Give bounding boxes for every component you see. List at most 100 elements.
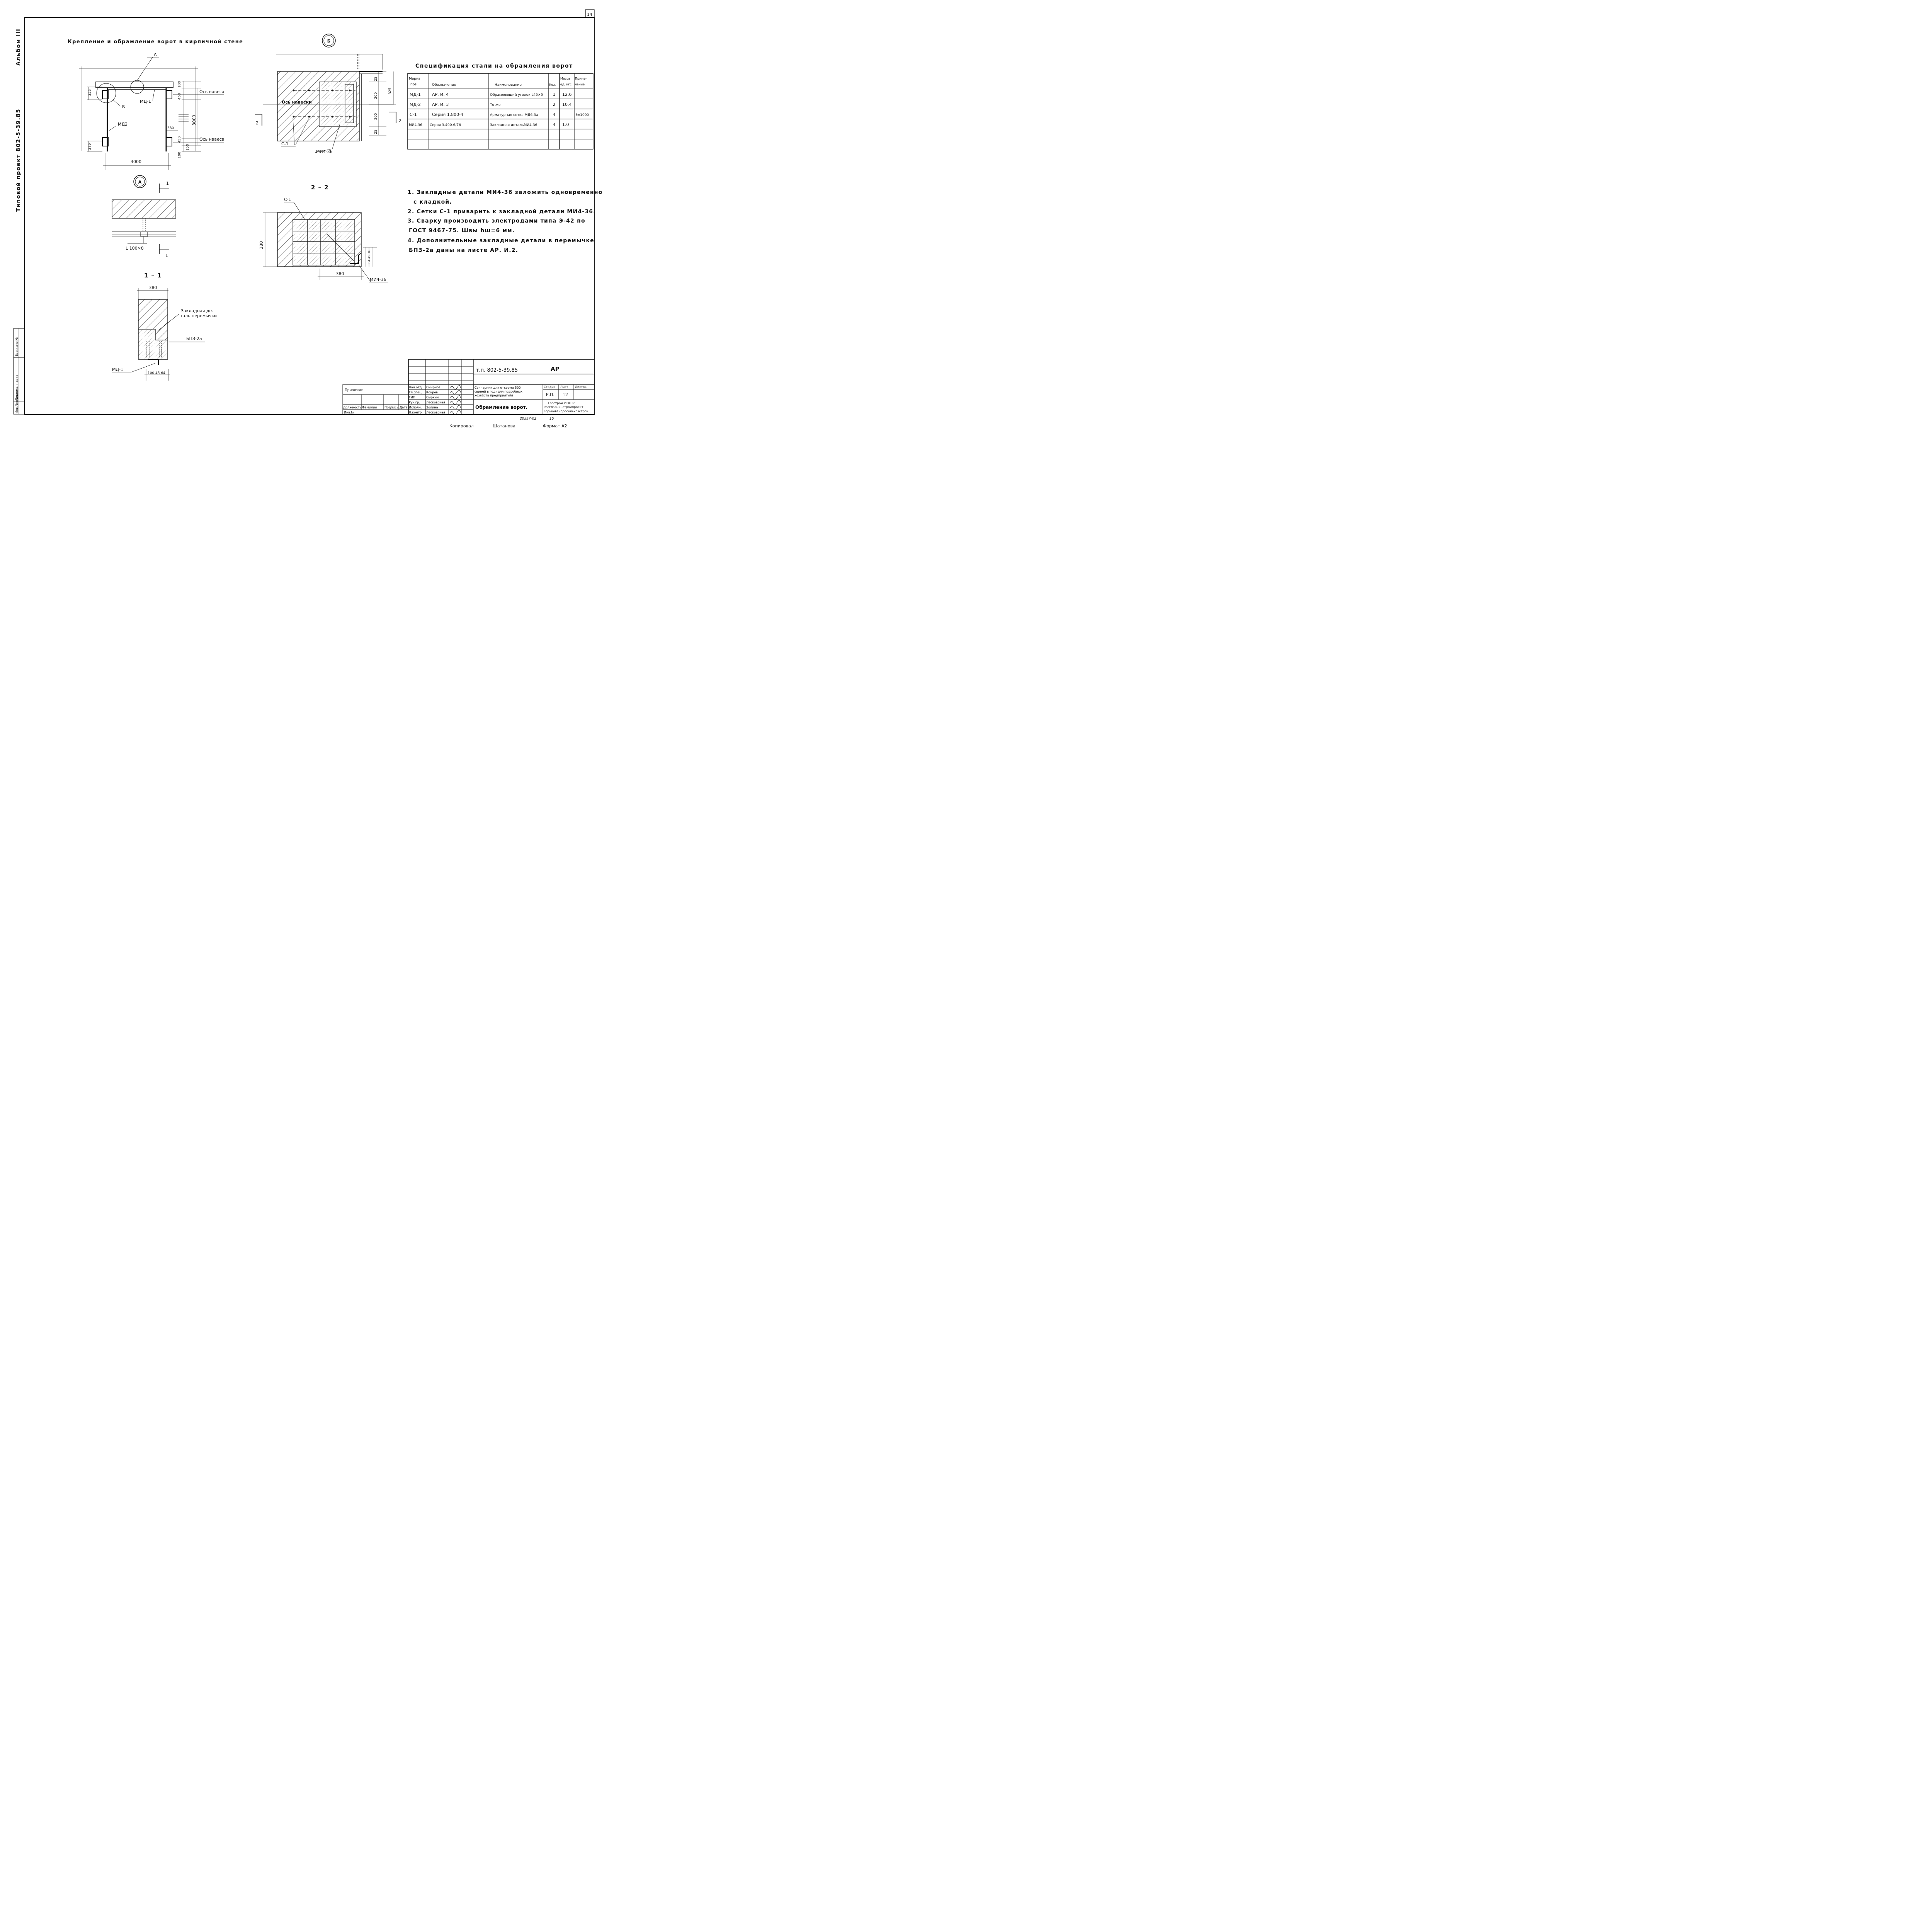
spec-r2-mark: МД-2: [410, 102, 421, 107]
tb-stage: Р.П.: [546, 392, 554, 397]
tb-object-1: Свинарник для откорма 500: [474, 386, 521, 389]
spec-h-name: Наименование: [495, 83, 522, 87]
tb-name-4: Лесковская: [426, 401, 445, 404]
section-11-dim-380: 380: [149, 285, 157, 290]
axis-top-label: Ось навеса: [199, 89, 224, 94]
spec-r2-des: АР. И. 3: [432, 102, 449, 107]
tb-role-4: Рук.гр.: [409, 401, 420, 404]
sheet-number-box: [585, 9, 595, 18]
spec-r1-name: Обрамляющий уголок L45×5: [490, 93, 543, 97]
tb-role-2: Гл.спец.: [409, 391, 422, 394]
tb-sheet-h: Лист: [560, 385, 568, 389]
spec-r1-des: АР. И. 4: [432, 92, 449, 97]
dim-450-top: 450: [178, 93, 182, 100]
section-11-lintel-2: таль перемычки: [180, 313, 217, 318]
dim-3000-h: 3000: [131, 159, 141, 164]
section-11-bpz: БПЗ-2а: [186, 336, 202, 341]
note-line-3: 2. Сетки С-1 приварить к закладной детал…: [408, 209, 596, 215]
tb-sign-h-1: Должность: [343, 406, 362, 409]
gate-plan: А Б МД-1 МД2 Ось навеса Ось навеса 100 4…: [79, 52, 224, 170]
dim-325: 325: [88, 89, 92, 96]
spec-h-mark-1: Марка: [409, 77, 420, 81]
spec-h-mass-2: ед, кгс: [560, 83, 571, 86]
tb-sheets-h: Листов: [575, 385, 587, 389]
dim-379: 379: [88, 143, 92, 150]
tb-org-1: Госстрой РСФСР: [548, 401, 575, 405]
section-1-1: 1 – 1 380 Закладная де- таль перемычки Б…: [112, 272, 217, 381]
tb-role-1: Нач.отд.: [409, 386, 423, 389]
node-a: А 1 L 100×8 1: [112, 175, 176, 258]
tb-name-5: Золина: [426, 406, 438, 409]
spec-title: Спецификация стали на обрамления ворот: [415, 63, 573, 69]
node-b-dim-325: 325: [388, 88, 392, 94]
spec-h-designation: Обозначение: [432, 83, 456, 87]
inv-cell-3: Взам.инв.№: [15, 337, 19, 356]
node-b-axis: Ось навески: [282, 100, 312, 105]
note-line-7: БПЗ-2а даны на листе АР. И.2.: [409, 247, 518, 253]
tb-sign-h-3: Подпись: [384, 406, 398, 409]
footer-copied: Копировал: [449, 423, 474, 429]
dim-450-bot: 450: [178, 136, 182, 143]
tb-org-2: Росглавнинстройпроект: [544, 405, 583, 409]
tb-inv: Инв.№: [344, 411, 354, 414]
tb-sign-h-4: Дата: [400, 406, 408, 409]
node-b-cut-right: 2: [399, 118, 401, 123]
spec-h-mark-2: поз.: [410, 83, 418, 87]
spec-h-qty: Кол.: [549, 83, 556, 87]
section-22-small-dims: 64 45 16: [367, 250, 371, 264]
tb-name-3: Сыркин: [426, 396, 439, 399]
spec-r4-qty: 4: [553, 122, 556, 127]
section-11-md1: МД-1: [112, 367, 123, 372]
axis-bottom-label: Ось навеса: [199, 137, 224, 142]
section-22-title: 2 – 2: [311, 184, 329, 191]
tb-name-6: Лесковская: [426, 411, 445, 414]
spec-r3-note: ℓ=1000: [575, 113, 589, 117]
footer-copier: Шатанова: [493, 423, 515, 429]
section-22-dim-380-v: 380: [259, 241, 264, 249]
spec-r3-qty: 4: [553, 112, 556, 117]
spec-r4-des: Серия 3.400-6/76: [430, 123, 461, 127]
main-title: Крепление и обрамление ворот в кирпичной…: [68, 39, 243, 45]
tb-code: т.п. 802-5-39.85: [476, 367, 518, 373]
tb-mark: АР: [551, 366, 560, 372]
node-b-c1: С-1: [281, 141, 289, 146]
section-22-dim-380-h: 380: [336, 271, 344, 276]
inv-cell-2: Подпись и дата: [15, 375, 19, 400]
spec-r2-mass: 10.4: [562, 102, 572, 107]
tb-role-6: Н.контр.: [409, 411, 423, 414]
node-a-section-top: 1: [166, 181, 169, 186]
spec-r3-des: Серия 1.800-4: [432, 112, 463, 117]
spec-table: Спецификация стали на обрамления ворот М…: [407, 63, 594, 150]
spec-r1-qty: 1: [553, 92, 556, 97]
note-line-6: 4. Дополнительные закладные детали в пер…: [408, 238, 594, 244]
tb-org-3: Горьковгипросельхозстрой: [544, 410, 588, 413]
node-b-mi: МИ4-36: [316, 149, 333, 154]
spec-r2-qty: 2: [553, 102, 556, 107]
tb-role-3: ГИП: [409, 396, 415, 399]
spec-r2-name: То же: [490, 103, 501, 107]
inv-stamp-strip: Инв.№подл. Подпись и дата Взам.инв.№: [13, 328, 25, 415]
tb-sign-h-2: Фамилия: [362, 406, 377, 409]
album-label: Альбом III: [15, 29, 22, 66]
spec-h-note-1: Приме-: [575, 77, 587, 80]
sheet-frame: [24, 17, 595, 415]
node-a-angle: L 100×8: [126, 246, 144, 251]
section-22-mi: МИ4-36: [370, 277, 386, 282]
section-11-dims: 100 45 64: [148, 371, 165, 375]
section-11-lintel-1: Закладная де-: [181, 308, 213, 313]
tb-object-3: хозяйств предприятий): [474, 394, 513, 397]
section-11-title: 1 – 1: [144, 272, 162, 279]
spec-h-note-2: чание: [575, 83, 585, 86]
spec-h-mass-1: Масса: [560, 77, 570, 80]
node-b-circle-label: Б: [327, 39, 330, 44]
dim-3000-v: 3000: [192, 115, 197, 126]
node-b-dim-200-a: 200: [374, 92, 378, 99]
archive-number: 20597-02: [520, 417, 537, 421]
tb-sheet-title: Обрамление ворот.: [475, 405, 527, 410]
brick-symbol: [179, 114, 189, 122]
node-b-cut-left: 2: [256, 121, 259, 126]
section-22-c1: С-1: [284, 197, 291, 202]
spec-r1-mass: 12.6: [562, 92, 572, 97]
title-block: Привязан: Должность Фамилия Подпись Дата…: [342, 359, 595, 415]
section-2-2: 2 – 2 С-1 380 380 МИ4-36 64 45 16: [259, 184, 388, 282]
